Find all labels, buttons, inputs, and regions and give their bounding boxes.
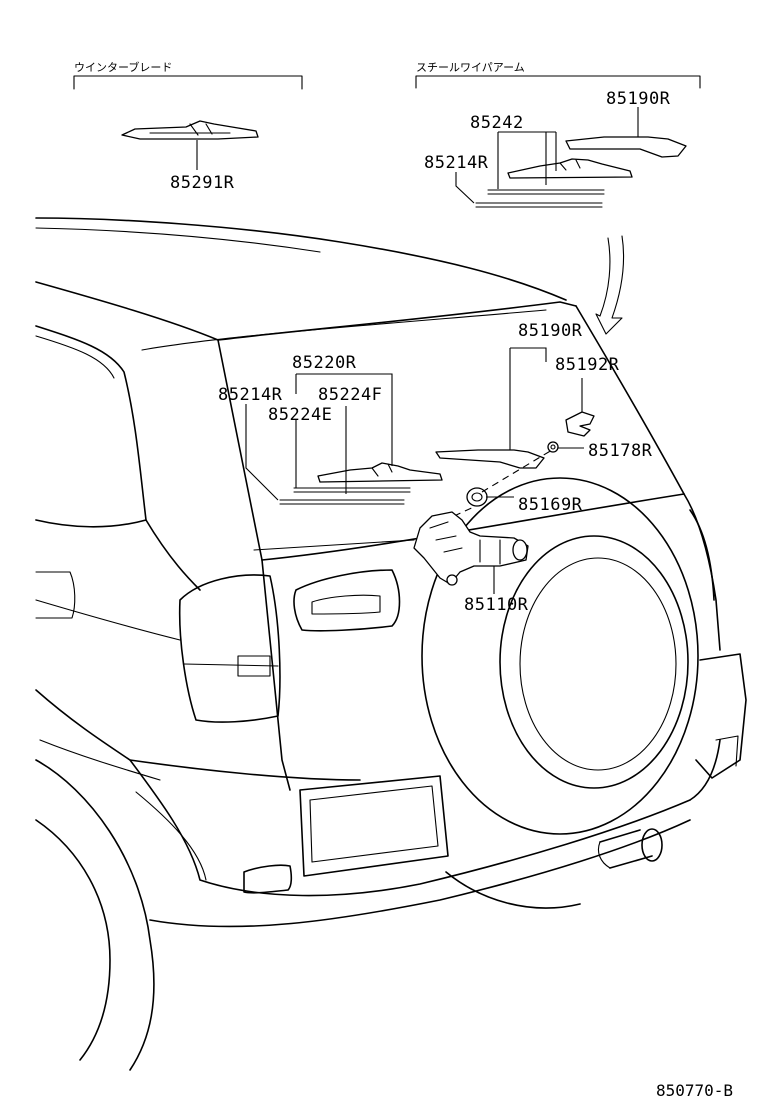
catalog-number: 850770-B: [656, 1081, 733, 1100]
blade-refill-strips: [279, 487, 411, 505]
label-85110R: 85110R: [464, 595, 529, 615]
wiper-arm: [435, 449, 545, 469]
label-85220R: 85220R: [292, 353, 357, 373]
label-85178R: 85178R: [588, 441, 653, 461]
wiper-motor: [413, 511, 529, 586]
label-85242: 85242: [470, 113, 524, 133]
label-85190R-top: 85190R: [606, 89, 671, 109]
label-85214R: 85214R: [218, 385, 283, 405]
wiper-arm-cap: [565, 411, 595, 437]
label-85214R-top: 85214R: [424, 153, 489, 173]
label-85169R: 85169R: [518, 495, 583, 515]
wiper-blade: [317, 462, 443, 483]
label-85192R: 85192R: [555, 355, 620, 375]
steel-wiper-arm-heading: スチールワイパアーム: [416, 61, 525, 74]
vehicle-outline: [35, 217, 747, 1071]
label-85291R: 85291R: [170, 173, 235, 193]
label-85190R: 85190R: [518, 321, 583, 341]
winter-blade-heading: ウインターブレード: [74, 60, 172, 74]
label-85224E: 85224E: [268, 405, 332, 425]
steel-wiper-arm-group: スチールワイパアーム 85190R 85242 85214R: [415, 61, 701, 208]
winter-blade-group: ウインターブレード 85291R: [73, 60, 303, 193]
location-arrow: [595, 235, 625, 335]
spare-tire: [421, 477, 699, 909]
label-85224F: 85224F: [318, 385, 382, 405]
